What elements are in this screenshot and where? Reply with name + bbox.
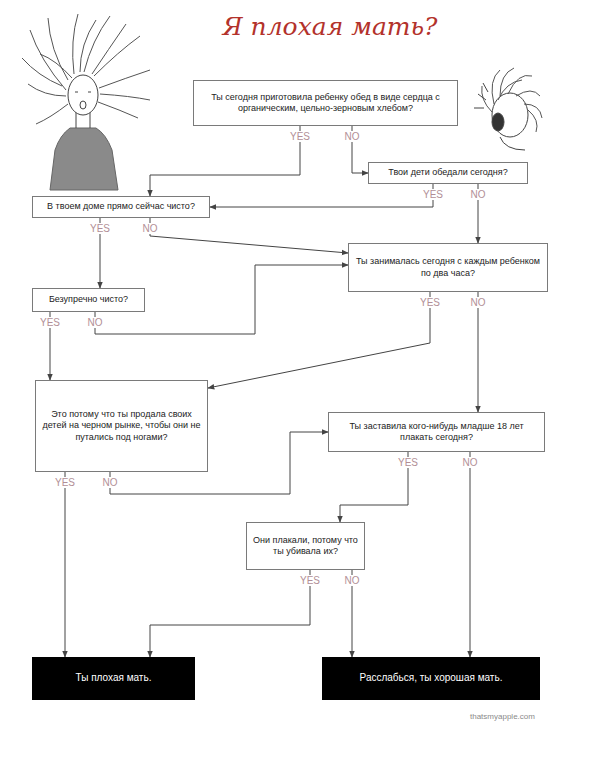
- question-box: Это потому что ты продала своих детей на…: [35, 380, 208, 472]
- box-text: Это потому что ты продала своих детей на…: [42, 409, 201, 443]
- edge-label: NO: [86, 317, 105, 328]
- edge-label: YES: [298, 575, 322, 586]
- edge-label: YES: [396, 457, 420, 468]
- flow-arrow: [150, 218, 348, 253]
- edge-label: YES: [88, 223, 112, 234]
- edge-label: NO: [469, 297, 488, 308]
- edge-label: NO: [469, 189, 488, 200]
- edge-label: YES: [53, 477, 77, 488]
- mouth: [80, 101, 86, 109]
- mother-figure: [22, 14, 150, 190]
- edge-label: YES: [418, 297, 442, 308]
- edge-label: YES: [38, 317, 62, 328]
- box-text: Расслабься, ты хорошая мать.: [329, 672, 533, 685]
- box-text: Ты плохая мать.: [39, 672, 188, 685]
- flow-arrow: [478, 292, 479, 412]
- face: [68, 75, 98, 115]
- edge-label: YES: [421, 189, 445, 200]
- result-box: Ты плохая мать.: [32, 657, 195, 700]
- edge-label: NO: [343, 131, 362, 142]
- question-box: Ты заставила кого-нибудь младше 18 лет п…: [328, 412, 545, 452]
- child-figure: [474, 68, 542, 150]
- box-text: Ты сегодня приготовила ребенку обед в ви…: [200, 92, 451, 115]
- flow-arrow: [150, 126, 300, 196]
- edge-label: NO: [101, 477, 120, 488]
- flow-arrow: [210, 184, 433, 207]
- box-text: Ты занималась сегодня с каждым ребенком …: [355, 256, 541, 279]
- title: Я плохая мать?: [222, 12, 437, 41]
- shoulder: [500, 137, 525, 150]
- box-text: Ты заставила кого-нибудь младше 18 лет п…: [335, 421, 538, 444]
- question-box: Безупречно чисто?: [32, 288, 145, 312]
- body: [50, 128, 118, 190]
- flow-arrow: [65, 472, 66, 657]
- watermark: thatsmyapple.com: [470, 712, 535, 721]
- question-box: Ты занималась сегодня с каждым ребенком …: [348, 243, 548, 292]
- edge-label: NO: [141, 223, 160, 234]
- result-box: Расслабься, ты хорошая мать.: [322, 657, 540, 700]
- question-box: Ты сегодня приготовила ребенку обед в ви…: [193, 80, 458, 126]
- edge-label: YES: [288, 131, 312, 142]
- question-box: Они плакали, потому что ты убивала их?: [246, 522, 365, 570]
- hair: [22, 14, 150, 124]
- flow-arrow: [150, 570, 310, 657]
- question-box: В твоем доме прямо сейчас чисто?: [32, 196, 210, 218]
- edge-label: NO: [461, 457, 480, 468]
- box-text: Твои дети обедали сегодня?: [375, 167, 521, 178]
- head: [492, 93, 528, 137]
- box-text: В твоем доме прямо сейчас чисто?: [39, 201, 203, 212]
- mouth: [492, 113, 504, 131]
- question-box: Твои дети обедали сегодня?: [368, 162, 528, 184]
- box-text: Они плакали, потому что ты убивала их?: [253, 535, 358, 558]
- edge-label: NO: [343, 575, 362, 586]
- flow-arrow: [470, 452, 471, 657]
- tears: [474, 83, 488, 108]
- hair: [482, 68, 542, 132]
- eyes: [75, 92, 91, 93]
- box-text: Безупречно чисто?: [39, 294, 138, 305]
- flow-arrow: [208, 292, 430, 388]
